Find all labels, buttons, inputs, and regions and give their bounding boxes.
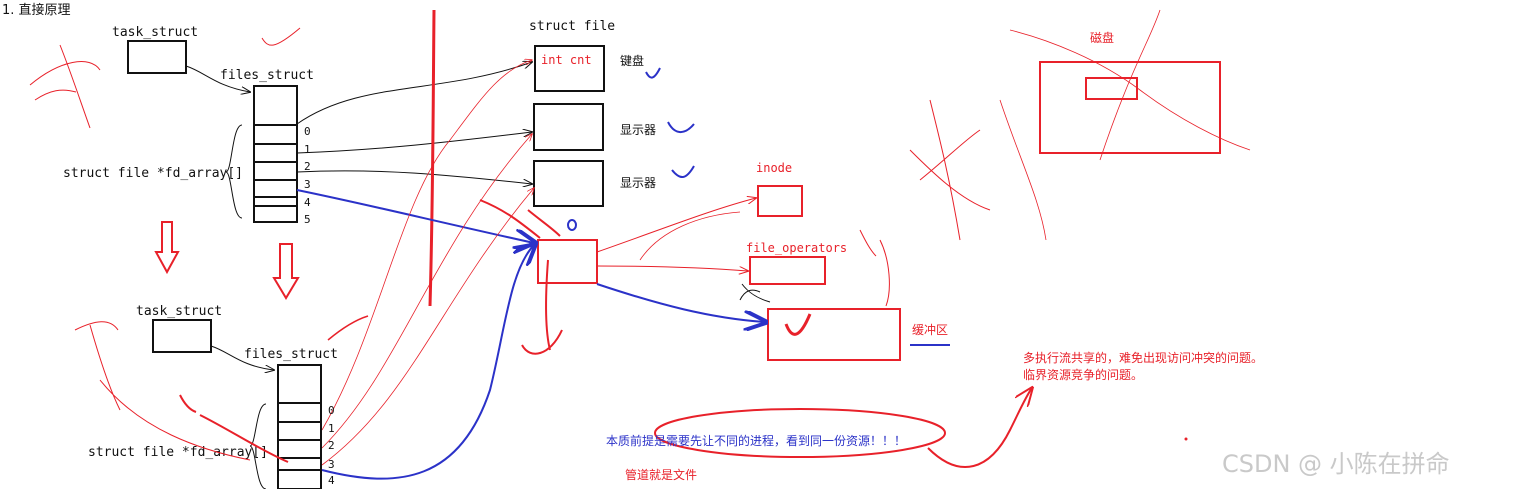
disk-label: 磁盘 [1090, 30, 1114, 45]
bottom-index-3: 3 [328, 458, 335, 471]
buffer-box [767, 308, 901, 361]
bottom-fd-brace [249, 403, 267, 489]
struct-file-title: struct file [529, 19, 615, 34]
top-task-to-files-arrow [185, 65, 250, 92]
top-fd-array-label: struct file *fd_array[] [63, 166, 243, 181]
bottom-index-1: 1 [328, 422, 335, 435]
pipe-file-marker [567, 219, 577, 231]
down-arrow-left [154, 221, 180, 275]
keyboard-file-int-cnt: int cnt [541, 53, 592, 67]
note-pipe-is-file: 管道就是文件 [625, 467, 697, 482]
pipe-to-inode-arrow [596, 198, 756, 253]
note-critical-resource: 临界资源竞争的问题。 [1023, 367, 1143, 382]
file-operators-box [749, 256, 826, 285]
keyboard-check-mark [645, 67, 661, 79]
bottom-process: task_struct files_struct struct file *fd… [88, 304, 338, 489]
heading: 1. 直接原理 [2, 2, 71, 18]
top-index-0: 0 [304, 125, 311, 138]
scribble-check-2 [327, 315, 369, 341]
note-essence: 本质前提是需要先让不同的进程，看到同一份资源！！！ [606, 433, 906, 448]
inode-label: inode [756, 161, 792, 175]
display2-check-mark [671, 165, 695, 178]
bottom-index-2: 2 [328, 439, 335, 452]
scribble-5 [521, 259, 563, 355]
bottom-fd-to-files-red-arrow-2 [321, 134, 532, 449]
bottom-task-struct-box [152, 319, 212, 353]
top-index-3: 3 [304, 178, 311, 191]
bottom-index-4: 4 [328, 474, 335, 487]
watermark: CSDN @ 小陈在拼命 [1222, 450, 1450, 478]
bottom-fd-array [277, 364, 322, 489]
display1-file-box [533, 103, 604, 151]
top-index-5: 5 [304, 213, 311, 226]
pipe-to-buffer-arrow [596, 283, 764, 322]
bottom-fd-array-label: struct file *fd_array[] [88, 445, 268, 460]
scribble-9 [999, 9, 1251, 241]
scribble-2 [74, 321, 251, 461]
top-fd-brace [225, 124, 243, 219]
display2-label: 显示器 [620, 176, 656, 190]
display2-file-box [533, 160, 604, 207]
top-fd-array [253, 85, 298, 223]
fd2-to-display2-arrow [296, 170, 532, 184]
bottom-task-to-files-arrow [210, 345, 274, 370]
display1-check-mark [667, 121, 695, 133]
bottom-fd-to-files-red-arrow-3 [321, 188, 534, 466]
top-index-1: 1 [304, 143, 311, 156]
pipe-to-fileops-arrow [596, 265, 748, 271]
note-arrow [927, 388, 1032, 468]
scribble-check-1 [261, 27, 301, 46]
note-shared-access: 多执行流共享的，难免出现访问冲突的问题。 [1023, 350, 1263, 365]
down-arrow-right [272, 243, 300, 300]
scribble-7 [859, 229, 890, 307]
bottom-files-struct-label: files_struct [244, 347, 338, 362]
top-files-struct-label: files_struct [220, 68, 314, 83]
disk-block-box [1085, 77, 1138, 100]
bottom-fd3-to-pipe-arrow [321, 245, 534, 480]
scribble-6 [739, 283, 771, 303]
top-fd3-to-pipe-arrow [296, 189, 534, 243]
top-index-4: 4 [304, 196, 311, 209]
top-process: task_struct files_struct struct file *fd… [63, 25, 314, 226]
fd1-to-display1-arrow [296, 132, 532, 154]
display1-label: 显示器 [620, 123, 656, 137]
buffer-check-mark [784, 313, 812, 336]
scribble-4 [479, 199, 561, 239]
buffer-label: 缓冲区 [912, 322, 948, 337]
keyboard-file-box [534, 45, 605, 92]
essence-highlight [654, 408, 946, 458]
top-task-struct-label: task_struct [112, 25, 198, 40]
scribble-3 [179, 394, 289, 463]
scribble-1 [29, 44, 101, 129]
bottom-task-struct-label: task_struct [136, 304, 222, 319]
red-dot [1184, 437, 1188, 441]
bottom-index-0: 0 [328, 404, 335, 417]
top-index-2: 2 [304, 160, 311, 173]
scribble-8 [909, 99, 991, 241]
bottom-fd-to-files-red-arrow-1 [321, 60, 532, 431]
disk-box [1039, 61, 1221, 154]
top-task-struct-box [127, 40, 187, 74]
scribble-10 [639, 211, 741, 261]
keyboard-label: 键盘 [620, 53, 644, 68]
fd0-to-keyboard-arrow [296, 62, 532, 125]
divider-line [428, 9, 436, 307]
file-operators-label: file_operators [746, 241, 847, 255]
inode-box [757, 185, 803, 217]
